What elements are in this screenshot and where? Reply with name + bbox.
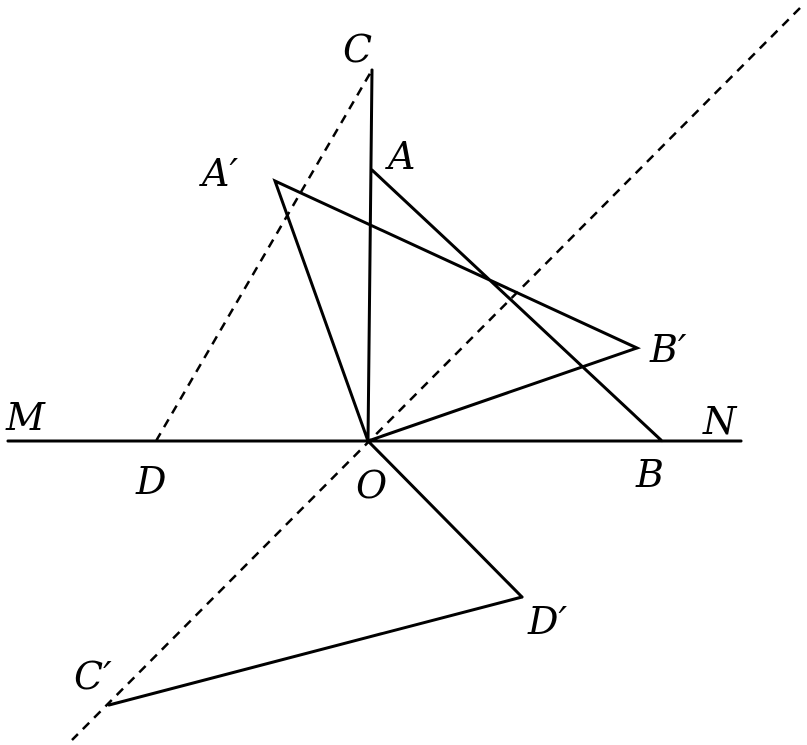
- segment-ab: [370, 168, 664, 443]
- segment-d-prime-c-prime: [107, 595, 524, 707]
- label-a: A: [385, 134, 415, 178]
- dashed-line-through-o: [71, 7, 801, 741]
- label-n: N: [702, 399, 738, 443]
- segment-od-prime: [366, 439, 524, 599]
- label-d: D: [135, 459, 166, 503]
- label-d-prime: D′: [527, 599, 567, 643]
- label-m: M: [5, 395, 46, 439]
- dashed-line-dc: [154, 69, 374, 442]
- label-o: O: [356, 463, 387, 507]
- label-b-prime: B′: [649, 327, 687, 371]
- label-c: C: [343, 27, 372, 71]
- triangle-a-prime-b-prime-o: [272, 178, 642, 443]
- segment-oc: [366, 68, 374, 443]
- label-a-prime: A′: [199, 151, 238, 195]
- label-b: B: [635, 452, 664, 496]
- label-c-prime: C′: [74, 654, 112, 698]
